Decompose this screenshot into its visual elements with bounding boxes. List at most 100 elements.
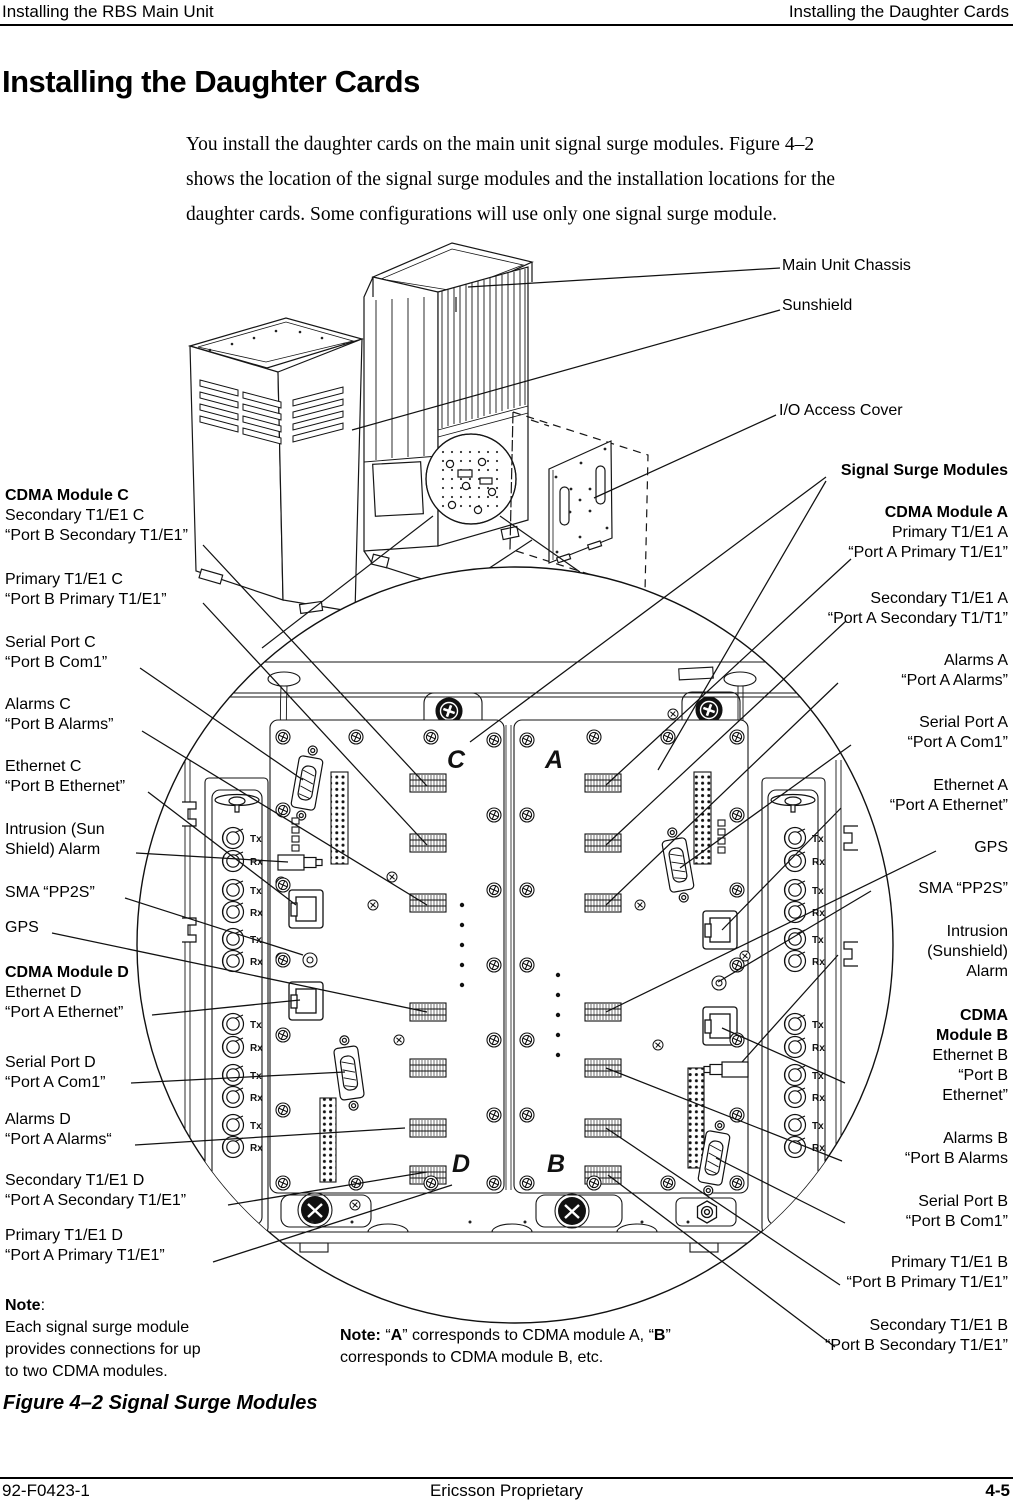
figure-caption: Figure 4–2 Signal Surge Modules xyxy=(3,1392,318,1414)
footer-divider xyxy=(0,1477,1013,1479)
label-line: Intrusion (Sun xyxy=(5,821,105,838)
callout-io-access-cover: I/O Access Cover xyxy=(779,401,903,421)
svg-text:Rx: Rx xyxy=(250,1043,263,1054)
label-line: Alarms B xyxy=(943,1130,1008,1147)
label-line: “Port B Com1” xyxy=(5,654,108,671)
svg-text:Tx: Tx xyxy=(812,886,824,897)
label-line: Secondary T1/E1 D xyxy=(5,1172,145,1189)
label-line: CDMA Module C xyxy=(5,487,129,504)
footer-page-number: 4-5 xyxy=(985,1481,1010,1500)
header-divider xyxy=(0,24,1013,26)
callout-cdma-module-d: CDMA Module D Ethernet D “Port A Ethernet” xyxy=(5,963,129,1023)
svg-text:Rx: Rx xyxy=(812,957,825,968)
svg-text:Rx: Rx xyxy=(812,1093,825,1104)
label-line: “Port B Alarms xyxy=(904,1150,1008,1167)
label-line: “Port B xyxy=(958,1067,1008,1084)
callout-primary-t1e1-c: Primary T1/E1 C “Port B Primary T1/E1” xyxy=(5,570,167,610)
label-line: Alarm xyxy=(966,963,1008,980)
label-line: “Port B Primary T1/E1” xyxy=(5,591,167,608)
label-line: CDMA Module A xyxy=(884,504,1008,521)
svg-text:Tx: Tx xyxy=(250,886,262,897)
detail-view-contents xyxy=(149,651,881,1253)
label-line: Main Unit Chassis xyxy=(782,257,911,274)
callout-serial-port-b: Serial Port B“Port B Com1” xyxy=(906,1192,1008,1232)
callout-alarms-a: Alarms A“Port A Alarms” xyxy=(901,651,1008,691)
label-line: “Port A Secondary T1/T1” xyxy=(827,610,1008,627)
label-line: CDMA Module D xyxy=(5,964,129,981)
label-line: Sunshield xyxy=(782,297,853,314)
label-line: Primary T1/E1 C xyxy=(5,571,123,588)
svg-text:Tx: Tx xyxy=(812,1121,824,1132)
label-line: Serial Port C xyxy=(5,634,96,651)
label-line: GPS xyxy=(974,839,1008,856)
svg-text:Rx: Rx xyxy=(812,1143,825,1154)
footer-doc-number: 92-F0423-1 xyxy=(2,1481,90,1500)
label-line: Ethernet C xyxy=(5,758,82,775)
callout-ethernet-a: Ethernet A “Port A Ethernet” xyxy=(890,776,1008,816)
svg-text:Rx: Rx xyxy=(250,1143,263,1154)
note-left-heading: Note: xyxy=(5,1295,201,1317)
label-line: “Port A Ethernet” xyxy=(5,1004,124,1021)
label-line: I/O Access Cover xyxy=(779,402,903,419)
label-line: SMA “PP2S” xyxy=(918,880,1008,897)
callout-alarms-b: Alarms B “Port B Alarms xyxy=(905,1129,1008,1169)
note-center-line2: corresponds to CDMA module B, etc. xyxy=(340,1349,604,1366)
svg-text:Rx: Rx xyxy=(812,857,825,868)
module-letter-b: B xyxy=(547,1150,565,1178)
callout-sma-pp2s-right: SMA “PP2S” xyxy=(918,879,1008,899)
label-line: shows the location of the signal surge m… xyxy=(186,169,835,190)
label-line: CDMA xyxy=(960,1007,1008,1024)
callout-sma-pp2s-left: SMA “PP2S” xyxy=(5,883,95,903)
io-access-cover-drawing xyxy=(509,411,649,593)
label-line: “Port A Ethernet” xyxy=(889,797,1008,814)
svg-text:Tx: Tx xyxy=(250,1020,262,1031)
callout-primary-t1e1-d: Primary T1/E1 D“Port A Primary T1/E1” xyxy=(5,1226,165,1266)
label-line: Secondary T1/E1 A xyxy=(870,590,1008,607)
label-line: “Port A Alarms“ xyxy=(5,1131,112,1148)
svg-text:Tx: Tx xyxy=(812,834,824,845)
label-line: Alarms C xyxy=(5,696,71,713)
label-part: : xyxy=(40,1297,46,1314)
label-line: Each signal surge module xyxy=(5,1319,190,1336)
svg-text:Tx: Tx xyxy=(250,1121,262,1132)
svg-text:Tx: Tx xyxy=(250,834,262,845)
detail-cone-lines xyxy=(261,515,581,649)
label-line: GPS xyxy=(5,919,39,936)
callout-main-unit-chassis: Main Unit Chassis xyxy=(782,256,911,276)
callout-secondary-t1e1-d: Secondary T1/E1 D“Port A Secondary T1/E1… xyxy=(5,1171,186,1211)
intro-paragraph: You install the daughter cards on the ma… xyxy=(186,127,1010,232)
label-line: Ethernet D xyxy=(5,984,82,1001)
label-line: Primary T1/E1 D xyxy=(5,1227,123,1244)
svg-text:Tx: Tx xyxy=(812,1071,824,1082)
callout-gps-right: GPS xyxy=(974,838,1008,858)
callout-alarms-d: Alarms D“Port A Alarms“ xyxy=(5,1110,112,1150)
label-line: Serial Port D xyxy=(5,1054,96,1071)
label-line: Primary T1/E1 B xyxy=(890,1254,1008,1271)
label-line: Ethernet A xyxy=(933,777,1008,794)
callout-secondary-t1e1-b: Secondary T1/E1 B“Port B Secondary T1/E1… xyxy=(825,1316,1008,1356)
label-line: daughter cards. Some configurations will… xyxy=(186,204,778,225)
module-letter-c: C xyxy=(447,746,466,774)
module-letter-d: D xyxy=(452,1150,470,1178)
page-title: Installing the Daughter Cards xyxy=(2,64,420,99)
label-line: “Port A Primary T1/E1” xyxy=(848,544,1008,561)
callout-serial-port-c: Serial Port C “Port B Com1” xyxy=(5,633,107,673)
callout-gps-left: GPS xyxy=(5,918,39,938)
label-line: “Port B Secondary T1/E1” xyxy=(825,1337,1008,1354)
leader-lines xyxy=(51,267,937,1348)
svg-text:Rx: Rx xyxy=(812,908,825,919)
label-line: Shield) Alarm xyxy=(5,841,101,858)
label-line: Ethernet B xyxy=(932,1047,1008,1064)
label-part: ” xyxy=(665,1327,671,1344)
callout-intrusion-right: Intrusion(Sunshield)Alarm xyxy=(927,922,1008,982)
label-line: (Sunshield) xyxy=(927,943,1008,960)
note-center: Note: “A” corresponds to CDMA module A, … xyxy=(340,1325,680,1369)
label-part: Note: xyxy=(340,1327,381,1344)
label-line: Alarms A xyxy=(943,652,1008,669)
